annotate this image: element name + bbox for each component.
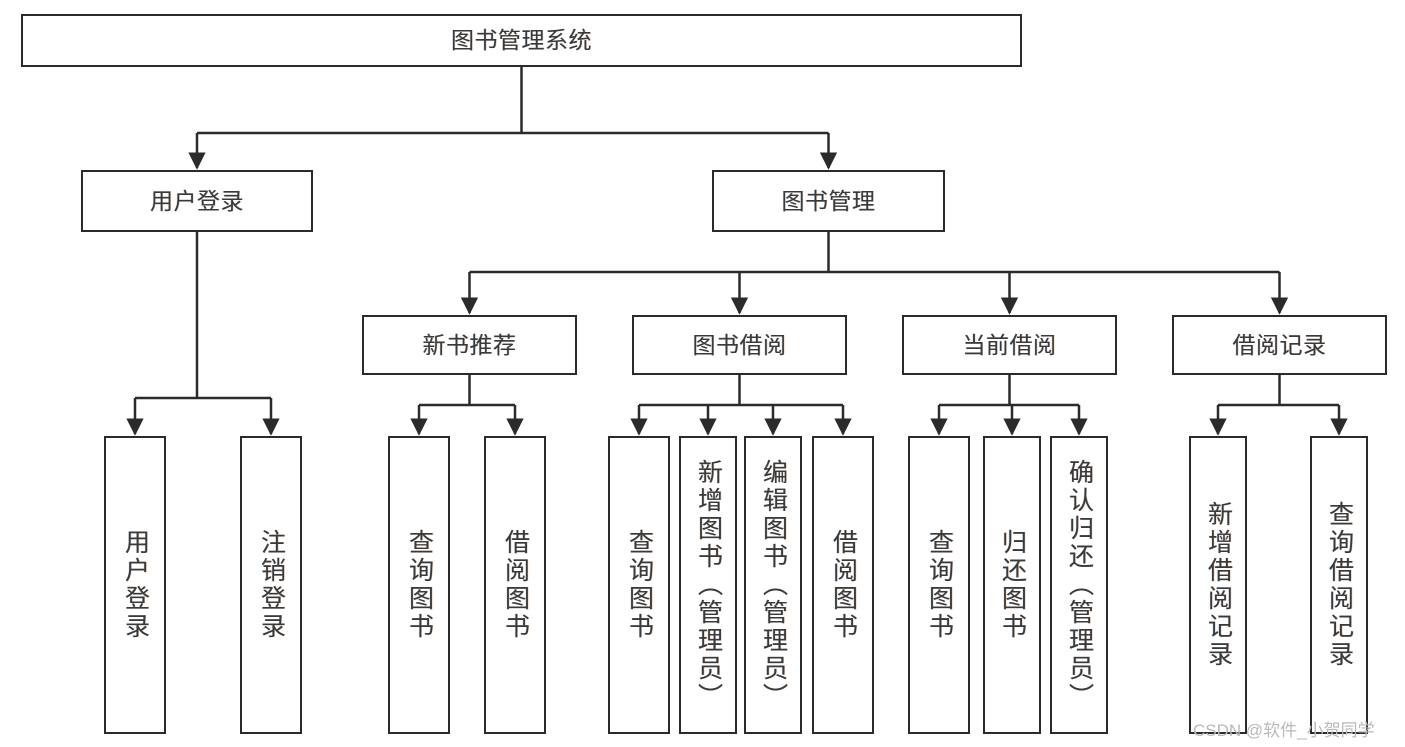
node-leaf-add-record[interactable]: 新增借阅记录: [1189, 436, 1247, 734]
watermark: CSDN @软件_小贺同学: [1193, 721, 1375, 740]
node-borrow-record-label: 借阅记录: [1232, 331, 1327, 358]
node-user-login[interactable]: 用户登录: [81, 170, 313, 232]
node-leaf-confirm-return[interactable]: 确认归还（管理员）: [1050, 436, 1108, 734]
node-leaf-borrow-book[interactable]: 借阅图书: [812, 436, 874, 734]
node-book-borrow[interactable]: 图书借阅: [632, 315, 847, 375]
node-leaf-borrow-book-rec[interactable]: 借阅图书: [484, 436, 546, 734]
node-leaf-confirm-return-label: 确认归还（管理员）: [1065, 459, 1094, 711]
node-leaf-edit-book-label: 编辑图书（管理员）: [759, 459, 788, 711]
node-leaf-edit-book[interactable]: 编辑图书（管理员）: [744, 436, 802, 734]
node-current-borrow-label: 当前借阅: [962, 331, 1057, 358]
node-book-borrow-label: 图书借阅: [692, 331, 787, 358]
node-book-manage-label: 图书管理: [781, 187, 876, 214]
node-new-book-rec[interactable]: 新书推荐: [362, 315, 577, 375]
node-leaf-query-book-borrow[interactable]: 查询图书: [608, 436, 670, 734]
node-leaf-borrow-book-label: 借阅图书: [829, 529, 858, 641]
node-borrow-record[interactable]: 借阅记录: [1172, 315, 1387, 375]
node-leaf-add-book[interactable]: 新增图书（管理员）: [679, 436, 737, 734]
node-leaf-borrow-book-rec-label: 借阅图书: [501, 529, 530, 641]
node-book-manage[interactable]: 图书管理: [712, 170, 945, 232]
node-leaf-query-book-cur[interactable]: 查询图书: [908, 436, 970, 734]
node-leaf-query-record[interactable]: 查询借阅记录: [1310, 436, 1368, 734]
node-leaf-return-book[interactable]: 归还图书: [983, 436, 1041, 734]
node-leaf-query-book-borrow-label: 查询图书: [625, 529, 654, 641]
node-current-borrow[interactable]: 当前借阅: [902, 315, 1117, 375]
node-user-login-label: 用户登录: [150, 187, 244, 214]
node-leaf-return-book-label: 归还图书: [998, 529, 1027, 641]
node-leaf-query-book-rec-label: 查询图书: [405, 529, 434, 641]
node-leaf-query-record-label: 查询借阅记录: [1325, 501, 1354, 669]
node-leaf-add-book-label: 新增图书（管理员）: [694, 459, 723, 711]
node-new-book-rec-label: 新书推荐: [422, 331, 517, 358]
node-leaf-query-book-rec[interactable]: 查询图书: [388, 436, 450, 734]
node-leaf-user-logout-label: 注销登录: [257, 529, 286, 641]
node-root[interactable]: 图书管理系统: [21, 14, 1022, 67]
node-leaf-add-record-label: 新增借阅记录: [1204, 501, 1233, 669]
node-leaf-user-login-label: 用户登录: [121, 529, 150, 641]
node-leaf-user-login[interactable]: 用户登录: [104, 436, 166, 734]
node-root-label: 图书管理系统: [451, 27, 592, 54]
node-leaf-user-logout[interactable]: 注销登录: [240, 436, 302, 734]
node-leaf-query-book-cur-label: 查询图书: [925, 529, 954, 641]
